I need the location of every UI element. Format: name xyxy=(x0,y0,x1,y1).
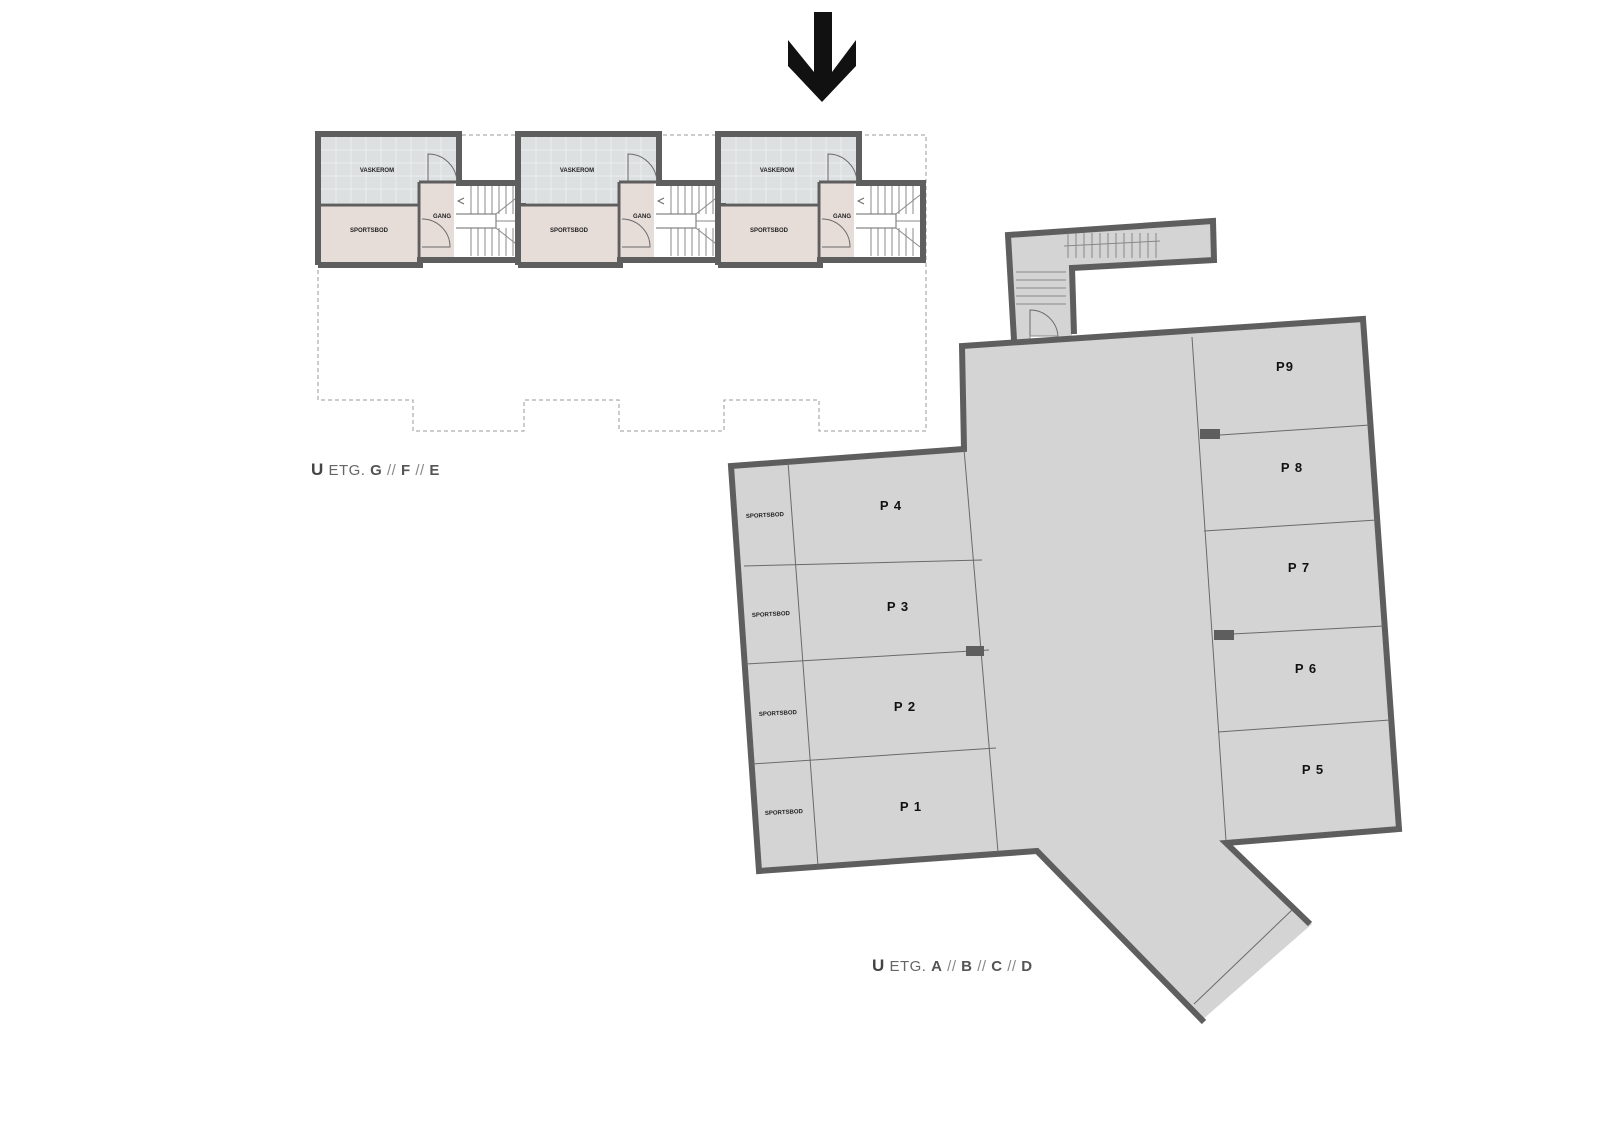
garage-stair xyxy=(1016,233,1161,305)
laundry-label: VASKEROM xyxy=(560,168,594,174)
parking-space-label: P 5 xyxy=(1302,762,1324,777)
door-swing xyxy=(827,153,858,184)
caption-separator: // xyxy=(977,958,987,975)
stair-area xyxy=(854,183,920,257)
storage-label: SPORTSBOD xyxy=(550,228,589,234)
stall-divider xyxy=(1203,519,1378,532)
corridor xyxy=(820,183,854,257)
parking-space-label: P 4 xyxy=(880,498,902,513)
corridor-label: GANG xyxy=(433,214,451,220)
unit-plan: VASKEROM SPORTSBOD GANG xyxy=(715,131,926,268)
parking-space-label: P 6 xyxy=(1295,661,1317,676)
stall-divider xyxy=(1219,424,1371,436)
stall-divider xyxy=(743,559,983,567)
parking-space-label: P 3 xyxy=(887,599,909,614)
caption-etg: ETG. xyxy=(328,462,366,479)
caption-block: B xyxy=(961,958,973,975)
unit-plan: VASKEROM SPORTSBOD GANG xyxy=(515,131,726,268)
caption-separator: // xyxy=(947,958,957,975)
storage-label: SPORTSBOD xyxy=(752,611,791,619)
storage-label: SPORTSBOD xyxy=(746,512,785,520)
laundry-label: VASKEROM xyxy=(360,168,394,174)
corridor-label: GANG xyxy=(633,214,651,220)
stall-divider xyxy=(751,747,997,765)
parking-space-label: P9 xyxy=(1276,359,1294,374)
door-swing xyxy=(621,218,651,248)
storage-room xyxy=(521,206,617,262)
stair-icon xyxy=(456,186,521,256)
parking-space-label: P 7 xyxy=(1288,560,1310,575)
door-swing xyxy=(627,153,658,184)
stall-divider xyxy=(745,649,990,665)
storage-room xyxy=(321,206,417,262)
parking-space-label: P 1 xyxy=(900,799,922,814)
garage-plan: SPORTSBOD SPORTSBOD SPORTSBOD SPORTSBOD P 4 P… xyxy=(727,217,1403,1025)
down-arrow-icon xyxy=(788,12,856,102)
stair-icon xyxy=(856,186,921,256)
caption-separator: // xyxy=(1007,958,1017,975)
caption-top-plan: U ETG. G // F // E xyxy=(311,460,440,480)
caption-block: C xyxy=(991,958,1003,975)
storage-label: SPORTSBOD xyxy=(759,710,798,718)
stall-divider xyxy=(1217,719,1391,733)
laundry-label: VASKEROM xyxy=(760,168,794,174)
corridor xyxy=(420,183,454,257)
caption-separator: // xyxy=(415,462,425,479)
caption-garage-plan: U ETG. A // B // C // D xyxy=(872,956,1033,976)
door-swing xyxy=(427,153,458,184)
caption-etg: ETG. xyxy=(889,958,927,975)
corridor-label: GANG xyxy=(833,214,851,220)
caption-prefix: U xyxy=(872,956,885,975)
stair-area xyxy=(654,183,720,257)
parking-space-label: P 8 xyxy=(1281,460,1303,475)
caption-block: A xyxy=(931,958,943,975)
stall-divider xyxy=(1231,625,1385,635)
caption-block: E xyxy=(429,462,440,479)
caption-block: D xyxy=(1021,958,1033,975)
unit-walls xyxy=(715,131,926,268)
caption-separator: // xyxy=(386,462,397,479)
stair-direction xyxy=(1063,240,1161,247)
storage-label: SPORTSBOD xyxy=(765,809,804,817)
corridor xyxy=(620,183,654,257)
caption-block: F xyxy=(401,462,411,479)
storage-label: SPORTSBOD xyxy=(350,228,389,234)
door-swing xyxy=(421,218,451,248)
caption-block: G xyxy=(370,462,383,479)
caption-prefix: U xyxy=(311,460,324,479)
storage-room xyxy=(721,206,817,262)
storage-label: SPORTSBOD xyxy=(750,228,789,234)
door-swing xyxy=(821,218,851,248)
unit-plan: VASKEROM SPORTSBOD GANG xyxy=(315,131,526,268)
stair-area xyxy=(454,183,520,257)
building-outline-dashed xyxy=(317,134,927,432)
parking-space-label: P 2 xyxy=(894,699,916,714)
